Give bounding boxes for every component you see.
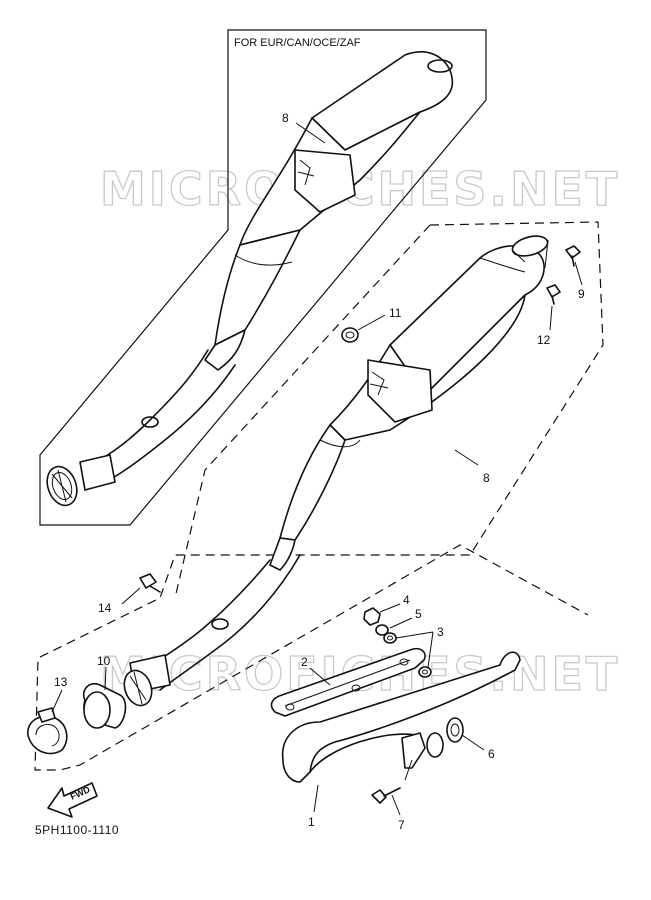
callout-11: 11 — [389, 306, 402, 320]
leader-6 — [461, 734, 485, 751]
leader-2 — [309, 667, 331, 686]
washer-5 — [375, 624, 389, 636]
grommet-11 — [341, 327, 359, 343]
callout-5: 5 — [415, 607, 422, 621]
callout-14: 14 — [98, 601, 112, 615]
forward-arrow-icon: FWD — [47, 782, 98, 818]
region-frame — [39, 29, 487, 526]
leader-1 — [313, 784, 319, 813]
gasket-6 — [446, 717, 464, 743]
leader-8a — [295, 122, 326, 144]
main-muffler — [123, 235, 549, 707]
assembly-boundary — [34, 221, 604, 771]
exhaust-pipe-1 — [281, 651, 521, 783]
leader-9 — [574, 261, 583, 286]
callout-8b: 8 — [483, 471, 490, 485]
region-label: FOR EUR/CAN/OCE/ZAF — [234, 37, 361, 49]
callout-1: 1 — [308, 815, 315, 829]
protector-2 — [270, 647, 426, 717]
leader-5 — [389, 617, 413, 629]
muffler-variant — [46, 50, 454, 507]
leader-4 — [379, 603, 401, 613]
callout-4: 4 — [403, 593, 410, 607]
leader-8b — [454, 449, 479, 466]
callout-12: 12 — [537, 333, 551, 347]
leader-14 — [121, 587, 141, 605]
sleeve-10 — [82, 682, 127, 729]
leader-11 — [357, 314, 386, 331]
callout-6: 6 — [488, 747, 495, 761]
leader-13 — [51, 689, 63, 713]
nut-4 — [363, 607, 381, 626]
clamp-13 — [27, 707, 68, 755]
callout-13: 13 — [54, 675, 68, 689]
diagram-code: 5PH1100-1110 — [35, 823, 119, 837]
callout-8a: 8 — [282, 111, 289, 125]
leader-7 — [391, 794, 401, 816]
leader-3 — [395, 631, 434, 668]
bolt-7 — [371, 787, 401, 804]
bolt-14 — [139, 573, 161, 593]
bolt-9 — [565, 245, 581, 267]
leader-12 — [549, 305, 553, 331]
callout-9: 9 — [578, 287, 585, 301]
callout-10: 10 — [97, 654, 111, 668]
callout-7: 7 — [398, 818, 405, 832]
callout-2: 2 — [301, 655, 308, 669]
leader-10 — [104, 666, 107, 691]
bolt-12 — [546, 284, 561, 305]
callout-3: 3 — [437, 625, 444, 639]
